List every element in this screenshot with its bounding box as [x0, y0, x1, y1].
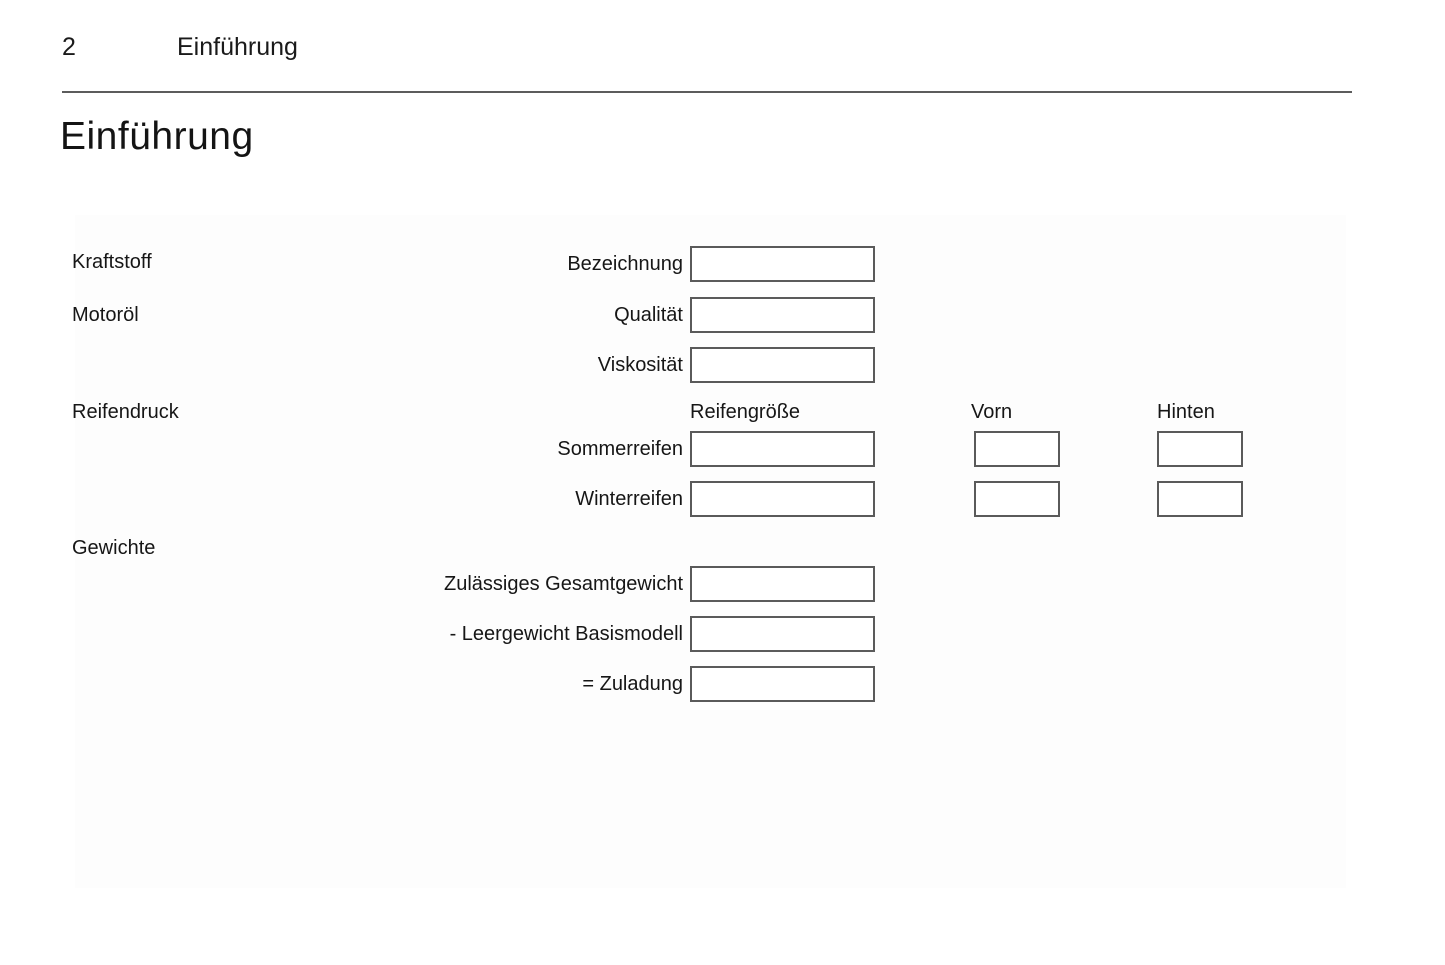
category-reifendruck: Reifendruck: [72, 401, 179, 423]
header-divider: [62, 91, 1352, 93]
leergewicht-field: [690, 616, 875, 652]
label-viskositaet: Viskosität: [597, 354, 683, 376]
label-zuladung: = Zuladung: [582, 673, 683, 695]
label-bezeichnung: Bezeichnung: [567, 253, 683, 275]
gesamtgewicht-field: [690, 566, 875, 602]
winterreifen-vorn-field: [974, 481, 1060, 517]
label-winterreifen: Winterreifen: [575, 488, 683, 510]
column-header-hinten: Hinten: [1157, 401, 1215, 423]
label-gesamtgewicht: Zulässiges Gesamtgewicht: [444, 573, 683, 595]
bezeichnung-field: [690, 246, 875, 282]
label-qualitaet: Qualität: [614, 304, 683, 326]
winterreifen-size-field: [690, 481, 875, 517]
qualitaet-field: [690, 297, 875, 333]
viskositaet-field: [690, 347, 875, 383]
page-title: Einführung: [60, 115, 254, 158]
sommerreifen-size-field: [690, 431, 875, 467]
zuladung-field: [690, 666, 875, 702]
sommerreifen-vorn-field: [974, 431, 1060, 467]
column-header-vorn: Vorn: [971, 401, 1013, 423]
category-gewichte: Gewichte: [72, 537, 156, 559]
label-leergewicht: - Leergewicht Basismodell: [449, 623, 683, 645]
page-number: 2: [62, 33, 76, 61]
label-sommerreifen: Sommerreifen: [557, 438, 683, 460]
winterreifen-hinten-field: [1157, 481, 1243, 517]
category-kraftstoff: Kraftstoff: [72, 251, 152, 273]
category-motoroel: Motoröl: [72, 304, 139, 326]
column-header-reifengroesse: Reifengröße: [690, 401, 801, 423]
sommerreifen-hinten-field: [1157, 431, 1243, 467]
running-chapter-title: Einführung: [177, 33, 298, 61]
